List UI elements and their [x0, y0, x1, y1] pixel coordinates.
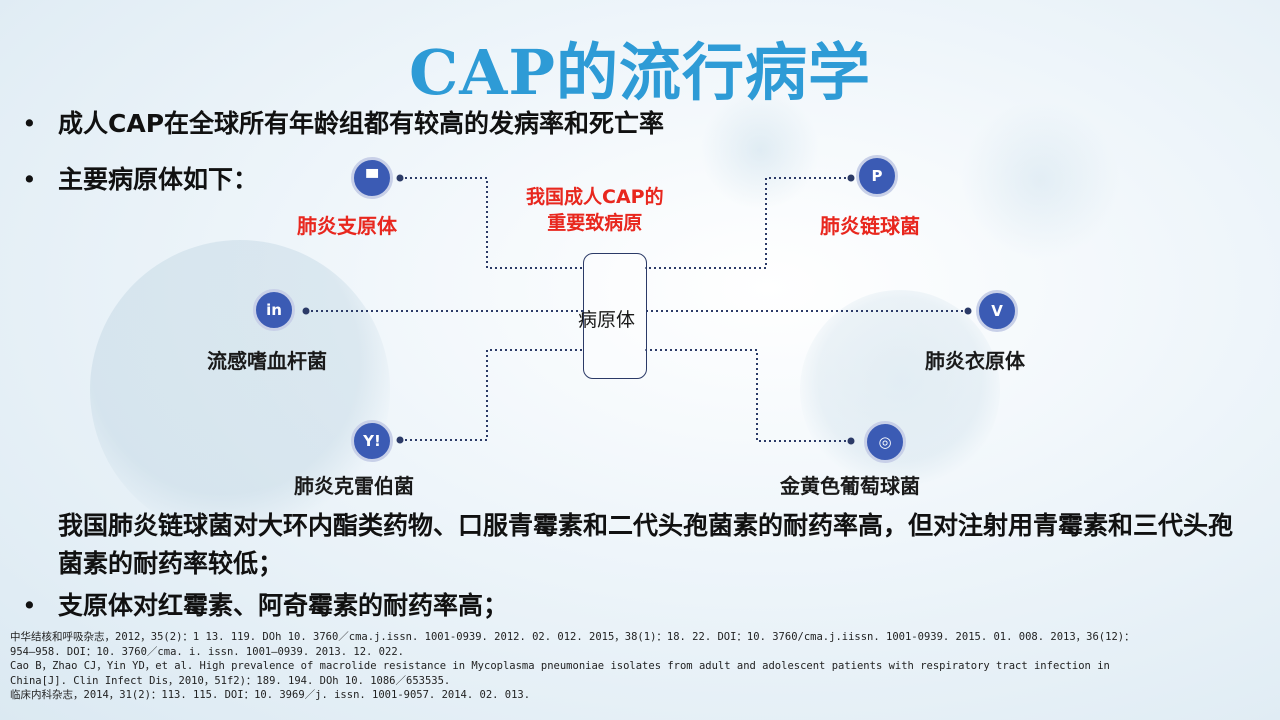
- bullet-marker: •: [22, 591, 37, 620]
- label-staph: 金黄色葡萄球菌: [780, 474, 920, 498]
- reference-line: China[J]. Clin Infect Dis，2010，51f2)：189…: [10, 674, 451, 687]
- line-staph: [645, 349, 851, 442]
- bullet-pathogens: • 主要病原体如下：: [22, 160, 258, 196]
- reference-line: 954—958. DOI：10. 3760／cma. i. issn. 1001…: [10, 645, 404, 658]
- bullet-marker: •: [22, 165, 37, 194]
- linkedin-icon: in: [253, 289, 295, 331]
- line-end-dot: [847, 174, 855, 182]
- line-mycoplasma: [400, 177, 583, 269]
- key-pathogen-note: 我国成人CAP的 重要致病原: [526, 184, 664, 236]
- bullet-marker: •: [0, 507, 58, 545]
- reference-line: Cao B，Zhao CJ，Yin YD，et al. High prevale…: [10, 660, 1110, 672]
- label-pneumococcus: 肺炎链球菌: [820, 214, 920, 238]
- slide-title: CAP的流行病学: [408, 36, 872, 109]
- yammer-icon: Y!: [351, 420, 393, 462]
- bullet-marker: •: [22, 109, 37, 138]
- center-label: 病原体: [578, 309, 636, 331]
- line-end-dot: [847, 437, 855, 445]
- instagram-icon: ◎: [864, 421, 906, 463]
- bullet-text: 成人CAP在全球所有年龄组都有较高的发病率和死亡率: [58, 109, 665, 138]
- pinterest-icon: P: [856, 155, 898, 197]
- bullet-text: 主要病原体如下：: [58, 165, 259, 194]
- reference-line: 临床内科杂志，2014，31(2)：113. 115. DOI：10. 3969…: [10, 689, 531, 701]
- line-end-dot: [964, 307, 972, 315]
- line-end-dot: [302, 307, 310, 315]
- bullet-mycoplasma-resistance: • 支原体对红霉素、阿奇霉素的耐药率高；: [22, 586, 508, 622]
- note-line: 重要致病原: [547, 212, 643, 234]
- references: 中华结核和呼吸杂志，2012，35(2)：1 13. 119. DOh 10. …: [10, 630, 1270, 703]
- label-haemophilus: 流感嗜血杆菌: [207, 349, 327, 373]
- label-chlamydia: 肺炎衣原体: [925, 349, 1025, 373]
- line-klebsiella: [400, 349, 583, 441]
- reference-line: 中华结核和呼吸杂志，2012，35(2)：1 13. 119. DOh 10. …: [10, 631, 1135, 643]
- label-klebsiella: 肺炎克雷伯菌: [294, 474, 414, 498]
- bullet-text: 支原体对红霉素、阿奇霉素的耐药率高；: [58, 591, 509, 620]
- note-line: 我国成人CAP的: [526, 186, 664, 208]
- bullet-pneumococcus-resistance: •我国肺炎链球菌对大环内酯类药物、口服青霉素和二代头孢菌素的耐药率高，但对注射用…: [0, 507, 1238, 583]
- briefcase-icon: ▀: [351, 157, 393, 199]
- vimeo-icon: V: [976, 290, 1018, 332]
- line-end-dot: [396, 436, 404, 444]
- line-end-dot: [396, 174, 404, 182]
- bullet-text: 我国肺炎链球菌对大环内酯类药物、口服青霉素和二代头孢菌素的耐药率高，但对注射用青…: [58, 511, 1234, 578]
- center-pathogen-box: [583, 253, 647, 379]
- line-pneumococcus: [645, 177, 851, 269]
- bullet-incidence: • 成人CAP在全球所有年龄组都有较高的发病率和死亡率: [22, 104, 664, 140]
- label-mycoplasma: 肺炎支原体: [297, 214, 397, 238]
